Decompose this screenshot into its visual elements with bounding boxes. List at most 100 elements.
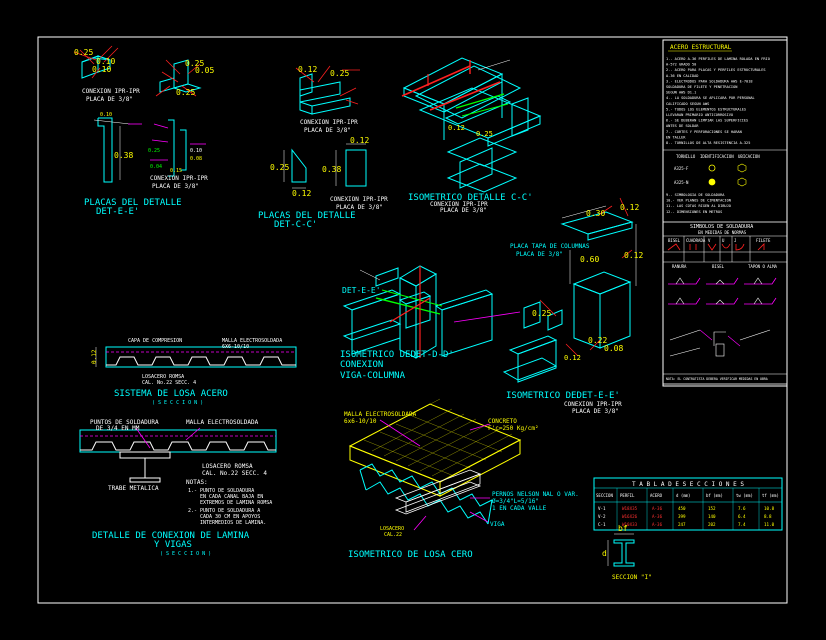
note-line: 1.- ACERO A-36 PERFILES DE LAMINA ROLADA… (666, 57, 770, 61)
lamina-title-1: DETALLE DE CONEXION DE LAMINA (92, 531, 250, 541)
dim-iso-c-2: 0.25 (476, 130, 493, 138)
losa-cero-malla-1: MALLA ELECTROSOLDADA (344, 411, 417, 418)
tabla-header: SECCION (596, 493, 613, 498)
losa-acero-capa: CAPA DE COMPRESION (128, 338, 182, 344)
note-line: 6.- SE DEBERAN LIMPIAR LAS SUPERFICIES (666, 119, 748, 123)
dim-iso-e-2: 0.12 (620, 203, 639, 212)
conexion-lamina-group: PUNTOS DE SOLDADURA DE 3/4 EN MM MALLA E… (79, 419, 277, 557)
note-line: SEGUN AWS D1.1 (666, 91, 696, 95)
dim-e-2: 0.10 (92, 65, 111, 74)
simb-col-3: V (708, 238, 711, 243)
lamina-nota-2a: 2.- PUNTO DE SOLDADURA A (188, 508, 260, 514)
legend-h2: IDENTIFICACION (700, 154, 734, 159)
iso-e-group: 0.30 0.12 0.12 0.60 0.22 0.25 0.08 0.12 … (502, 197, 643, 415)
iso-e-title: ISOMETRICO DEDET-E-E' (506, 391, 620, 401)
losa-cero-group: MALLA ELECTROSOLDADA 6x6-10/10 CONCRETO … (344, 398, 579, 560)
note-line: 12.- DIMENSIONES EN METROS (666, 210, 722, 214)
simb-r2-2: BISEL (712, 264, 725, 269)
placas-e-title-1: PLACAS DEL DETALLE (84, 198, 182, 208)
legend-r2: A325-N (674, 180, 689, 185)
losa-acero-malla-2: 6X6-10/10 (222, 344, 249, 350)
losa-acero-title: SISTEMA DE LOSA ACERO (114, 389, 228, 399)
dim-iso-e-5: 0.22 (588, 336, 607, 345)
simbolos-title: SIMBOLOS DE SOLDADURA (690, 224, 753, 230)
tabla-cell: 247 (678, 522, 686, 527)
bolt-symbol-icon (708, 164, 716, 172)
conexion-e-1: CONEXION IPR-IPR (82, 88, 140, 95)
placa-c-1: PLACA DE 3/8" (304, 127, 351, 134)
note-line: CALIFICADO SEGUN AWS (666, 102, 709, 106)
placa-e-1: PLACA DE 3/8" (86, 96, 133, 103)
note-line: LLEVARAN PRIMARIO ANTICORROSIVO (666, 113, 733, 117)
lamina-malla: MALLA ELECTROSOLDADA (186, 419, 259, 426)
dim-iso-e-7: 0.08 (604, 344, 623, 353)
note-line: 11.- LAS COTAS RIGEN AL DIBUJO (666, 204, 731, 208)
tabla-cell: 140 (708, 514, 716, 519)
lamina-nota-1b: EN CADA CANAL BAJA EN (200, 494, 263, 500)
tabla-title: T A B L A D E S E C C I O N E S (632, 481, 744, 488)
placas-c-title-2: DET-C-C' (274, 220, 317, 230)
simb-r2-1: RANURA (672, 264, 687, 269)
iso-e-tapa-1: PLACA TAPA DE COLUMNAS (510, 243, 590, 250)
dim-e-7: 0.38 (114, 151, 133, 160)
losa-cero-concreto-2: F'c=250 Kg/cm² (488, 425, 539, 432)
dim-e-3: 0.10 (96, 57, 115, 66)
simb-col-4: U (722, 238, 725, 243)
tabla-bf-label: bf (618, 524, 628, 533)
dim-iso-e-8: 0.12 (564, 354, 581, 362)
placa-e-2: PLACA DE 3/8" (152, 183, 199, 190)
placas-det-c-group: 0.12 0.25 CONEXION IPR-IPR PLACA DE 3/8"… (258, 65, 388, 230)
tabla-section-label: SECCION "I" (612, 574, 652, 581)
iso-c-title: ISOMETRICO DETALLE C-C' (408, 193, 533, 203)
dim-e-4: 0.25 (185, 59, 204, 68)
legend-h1: TORNILLO (676, 154, 696, 159)
tabla-cell: V-1 (598, 506, 606, 511)
note-line: 10.- VER PLANOS DE CIMENTACION (666, 199, 731, 203)
conexion-c-1: CONEXION IPR-IPR (300, 119, 358, 126)
simb-col-6: FILETE (756, 238, 771, 243)
iso-e-tapa-2: PLACA DE 3/8" (516, 251, 563, 258)
tabla-cell: 152 (708, 506, 716, 511)
tabla-header: tw (mm) (736, 493, 753, 498)
dim-e-10: 0.10 (190, 148, 202, 154)
notes-panel: ACERO ESTRUCTURAL 1.- ACERO A-36 PERFILE… (662, 39, 788, 387)
losa-cero-malla-2: 6x6-10/10 (344, 418, 377, 425)
lamina-puntos-1: PUNTOS DE SOLDADURA (90, 419, 159, 426)
tabla-cell: 10.8 (764, 506, 775, 511)
dim-iso-e-6: 0.25 (532, 309, 551, 318)
simb-col-2: CUADRADA (686, 238, 706, 243)
losa-acero-losacero-2: CAL. No.22 SECC. 4 (142, 380, 196, 386)
note-line: 8.- TORNILLOS DE ALTA RESISTENCIA A-325 (666, 141, 750, 145)
dim-e-6: 0.25 (176, 88, 195, 97)
tabla-cell: 450 (678, 506, 686, 511)
note-line: SOLDADURA DE FILETE Y PENETRACION (666, 85, 737, 89)
note-line: A-572 GRADO 50 (666, 63, 696, 67)
dim-c-1: 0.12 (298, 65, 317, 74)
tabla-cell: 202 (708, 522, 716, 527)
tabla-cell: 11.0 (764, 522, 775, 527)
dim-e-12: 0.04 (150, 164, 162, 170)
tabla-cell: 7.6 (738, 506, 746, 511)
note-line: 5.- TODOS LOS ELEMENTOS ESTRUCTURALES (666, 107, 746, 111)
notes-bottom: NOTA: EL CONTRATISTA DEBERA VERIFICAR ME… (666, 377, 768, 381)
notes-title: ACERO ESTRUCTURAL (670, 44, 732, 51)
tabla-cell: 6.4 (738, 514, 746, 519)
placa-c-2: PLACA DE 3/8" (336, 204, 383, 211)
lamina-title-2: Y VIGAS (154, 540, 192, 550)
note-line: A-36 EN CALIDAD (666, 74, 698, 78)
lamina-losacero-1: LOSACERO ROMSA (202, 463, 253, 470)
losa-acero-dim: 0.12 (91, 349, 98, 364)
note-line: 3.- ELECTRODOS PARA SOLDADURA AWS E-7018 (666, 79, 753, 83)
dim-c-5: 0.38 (322, 165, 341, 174)
tabla-d-label: d (602, 549, 607, 558)
placas-det-e-group: 0.25 0.10 0.10 CONEXION IPR-IPR PLACA DE… (73, 45, 214, 217)
dim-e-1: 0.25 (74, 48, 93, 57)
tabla-cell: 7.4 (738, 522, 746, 527)
tabla-cell: W10X33 (622, 522, 638, 527)
tabla-cell: A-36 (652, 506, 663, 511)
note-line: 9.- SIMBOLOGIA DE SOLDADURA (666, 193, 725, 197)
dim-e-13: 0.15 (170, 168, 182, 174)
dim-c-2: 0.25 (330, 69, 349, 78)
dim-iso-e-1: 0.30 (586, 209, 605, 218)
